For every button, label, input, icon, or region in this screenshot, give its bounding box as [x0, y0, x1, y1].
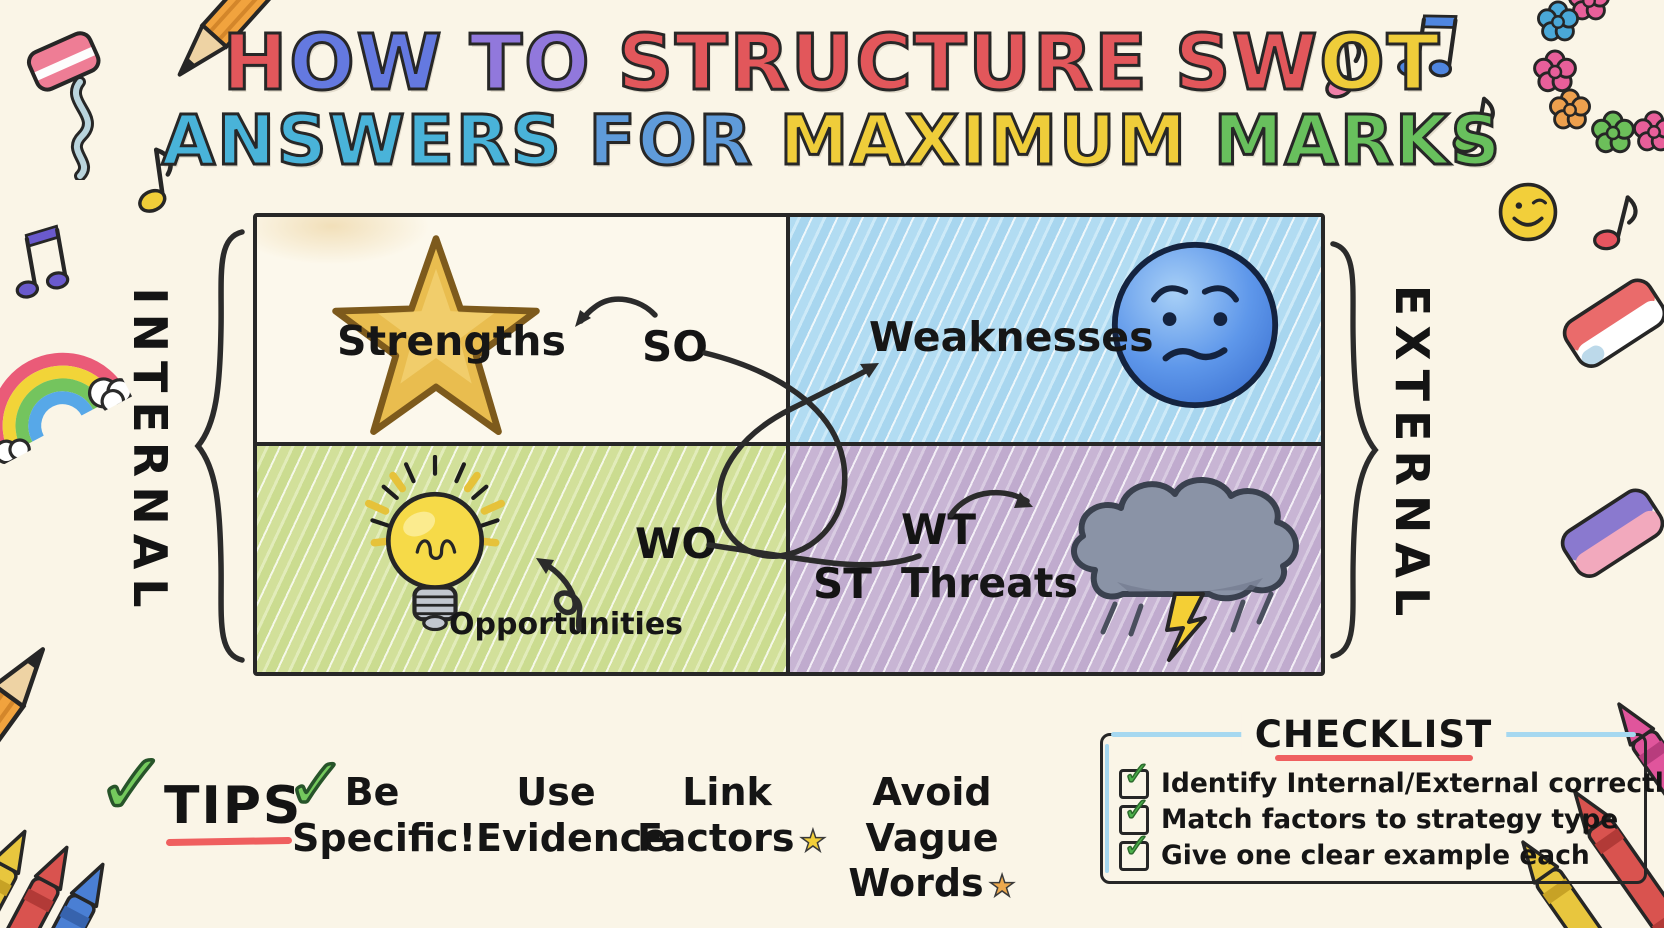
checkmark-icon: ✓ — [284, 742, 348, 826]
checklist-item-text: Identify Internal/External correctly — [1161, 768, 1664, 799]
eraser-icon — [1547, 474, 1664, 594]
checkbox-icon: ✓ — [1119, 792, 1151, 835]
title-segment: SW — [1173, 19, 1320, 108]
eraser-icon — [1549, 264, 1664, 384]
title-segment: H — [221, 19, 290, 108]
flower-icon — [1535, 0, 1581, 45]
crayon-icon — [0, 831, 90, 928]
tip-use-evidence: Use Evidence — [476, 770, 669, 861]
pencil-icon — [141, 0, 340, 113]
crayon-icon — [1501, 824, 1648, 928]
lightbulb-icon — [365, 454, 505, 651]
tip-line-2: Evidence — [476, 815, 669, 860]
flower-icon — [1566, 0, 1612, 24]
tip-be-specific: Be Specific! — [292, 770, 476, 861]
title-line-2: ANSWERS FOR MAXIMUM MARKS — [0, 104, 1664, 179]
checklist-box: CHECKLIST ✓ Identify Internal/External c… — [1100, 713, 1664, 884]
music-note-icon — [1314, 23, 1375, 102]
tips-heading: TIPS — [164, 776, 303, 836]
rainbow-icon — [0, 299, 134, 467]
checklist-item: ✓ Match factors to strategy type — [1119, 792, 1636, 835]
tip-avoid-vague-words: Avoid Vague Words★ — [822, 770, 1042, 907]
title-segment: OW — [288, 19, 444, 108]
checkbox-icon: ✓ — [1119, 828, 1151, 871]
star-icon: ★ — [988, 868, 1016, 905]
tip-line-1: Link — [682, 770, 772, 814]
flower-icon — [1631, 109, 1664, 155]
storm-cloud-icon — [1057, 451, 1307, 663]
opportunities-quadrant — [257, 444, 788, 672]
eraser-squiggle-icon — [22, 30, 132, 182]
strategy-st-label: ST — [813, 559, 872, 608]
checkmark-icon: ✓ — [1122, 825, 1151, 865]
threats-label: Threats — [901, 559, 1078, 607]
strategy-wt-label: WT — [901, 505, 976, 554]
title-segment: STRUCTURE — [616, 19, 1149, 108]
tip-line-2: Factors★ — [637, 815, 827, 860]
title-segment: FOR — [587, 101, 754, 182]
checklist-item: ✓ Identify Internal/External correctly — [1119, 756, 1664, 799]
internal-label: INTERNAL — [123, 287, 177, 617]
title-line-1: HOW TO STRUCTURE SWOT — [0, 22, 1664, 105]
weaknesses-label: Weaknesses — [869, 313, 1154, 361]
checklist-underline — [1274, 755, 1473, 761]
checkmark-icon: ✓ — [94, 735, 170, 835]
tips-underline — [165, 836, 293, 847]
tip-line-1: Be — [344, 770, 400, 814]
crayon-icon — [0, 848, 126, 928]
star-icon — [322, 233, 550, 445]
brace-right-icon — [1328, 240, 1384, 660]
sad-face-icon — [1107, 237, 1283, 413]
crayon-icon — [0, 815, 48, 928]
tip-line-2: Words★ — [848, 861, 1016, 906]
title-segment: OT — [1318, 19, 1442, 108]
checkmark-icon: ✓ — [1122, 789, 1151, 829]
external-label: EXTERNAL — [1385, 284, 1439, 626]
tip-line-1: Avoid Vague — [865, 770, 999, 860]
opportunities-label: Opportunities — [449, 607, 684, 642]
flower-icon — [1547, 87, 1593, 133]
title-segment: MAXIMUM — [778, 101, 1188, 182]
star-icon: ★ — [799, 823, 827, 860]
tip-line-1: Use — [516, 770, 596, 814]
music-note-icon — [125, 137, 189, 218]
flower-icon — [1589, 109, 1637, 157]
checklist-item-text: Give one clear example each — [1161, 840, 1590, 871]
strengths-quadrant — [257, 217, 788, 444]
music-note-icon — [3, 216, 88, 307]
pencil-icon — [0, 610, 83, 852]
tip-line-2: Specific! — [292, 815, 476, 860]
music-note-icon — [1393, 3, 1475, 90]
checklist-title: CHECKLIST — [1240, 713, 1507, 756]
strategy-wo-label: WO — [635, 519, 718, 568]
tip-link-factors: Link Factors★ — [637, 770, 827, 861]
page-title: HOW TO STRUCTURE SWOT ANSWERS FOR MAXIMUM MARK… — [0, 22, 1664, 179]
flower-icon — [1531, 48, 1579, 96]
checkbox-icon: ✓ — [1119, 756, 1151, 799]
strengths-label: Strengths — [337, 317, 566, 365]
swot-matrix: Strengths Weaknesses — [253, 213, 1325, 676]
title-segment: TO — [468, 19, 592, 108]
music-note-icon — [1586, 181, 1651, 261]
title-segment: MARKS — [1212, 101, 1503, 182]
smiley-icon — [1496, 180, 1560, 244]
strategy-so-label: SO — [642, 322, 708, 371]
music-note-icon — [1446, 84, 1507, 162]
checkmark-icon: ✓ — [1122, 753, 1151, 793]
checklist-item-text: Match factors to strategy type — [1161, 804, 1619, 835]
brace-left-icon — [190, 228, 246, 664]
checklist-item: ✓ Give one clear example each — [1119, 828, 1636, 871]
title-segment: ANSWERS — [160, 101, 563, 182]
